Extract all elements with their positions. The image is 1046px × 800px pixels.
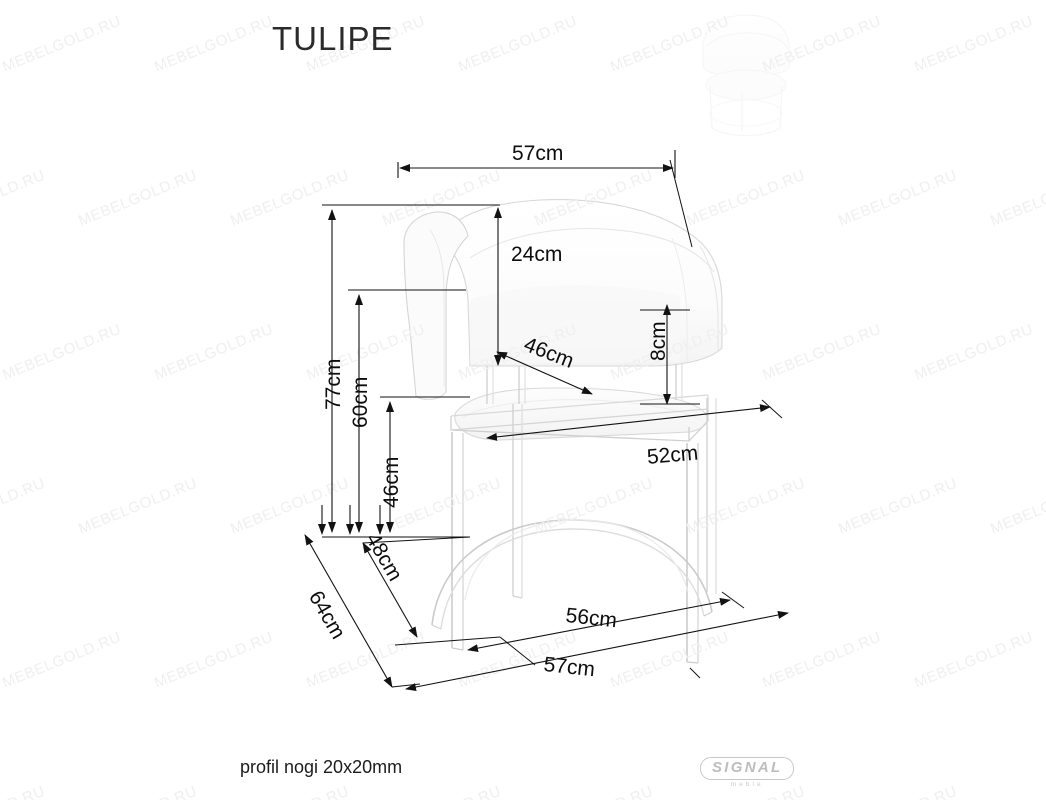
dim-overall-depth: [304, 534, 393, 688]
chair-shell: [403, 199, 723, 401]
dim-label-armrest-height: 60cm: [349, 376, 372, 428]
dim-label-total-height: 77cm: [322, 358, 345, 410]
dim-base-width-front: [391, 611, 789, 691]
dim-label-top-width: 57cm: [512, 142, 564, 165]
dim-seat-thickness: [640, 304, 700, 405]
dim-frame-width: [486, 399, 783, 441]
chair-thumbnail: [702, 14, 791, 137]
dim-label-seat-thickness: 8cm: [647, 321, 670, 361]
extension-lines-left: [322, 204, 500, 538]
dim-label-seat-height: 46cm: [380, 456, 403, 508]
logo-badge: SIGNAL: [700, 757, 795, 780]
dim-top-width: [397, 150, 693, 248]
logo-subtitle: meble: [730, 781, 764, 788]
base-drop-ticks: [318, 505, 384, 535]
footer-note: profil nogi 20x20mm: [240, 757, 403, 777]
base-leaders: [499, 636, 701, 679]
logo-wordmark: SIGNAL: [712, 759, 783, 776]
dim-seat-depth: [496, 351, 593, 395]
dim-label-frame-width: 52cm: [646, 441, 700, 469]
dim-label-backrest-height: 24cm: [511, 243, 563, 266]
signal-logo: SIGNAL meble: [700, 757, 795, 788]
page-title: TULIPE: [272, 20, 394, 57]
